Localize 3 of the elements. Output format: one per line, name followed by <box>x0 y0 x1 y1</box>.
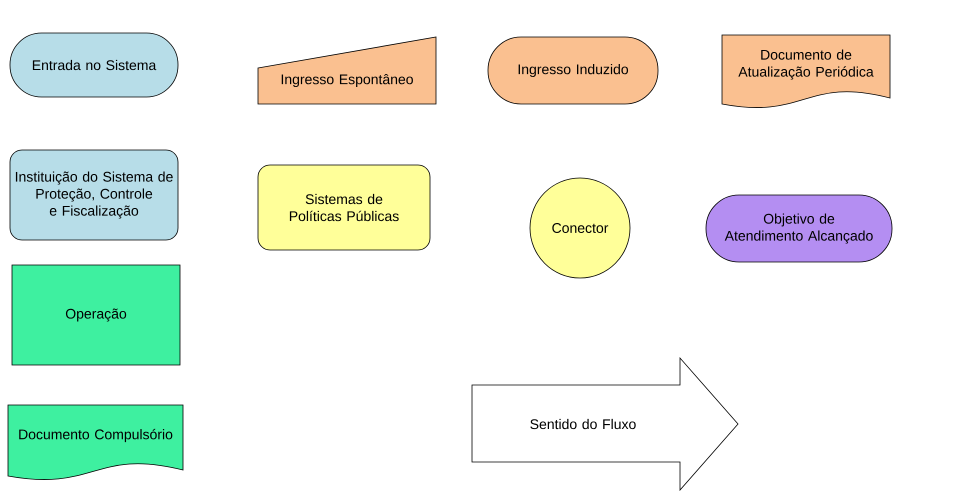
process-box: Operação <box>12 264 180 366</box>
process-box: Sistemas de Políticas Públicas <box>258 164 430 250</box>
process-box: Instituição do Sistema de Proteção, Controle e Fiscalização <box>10 150 178 240</box>
